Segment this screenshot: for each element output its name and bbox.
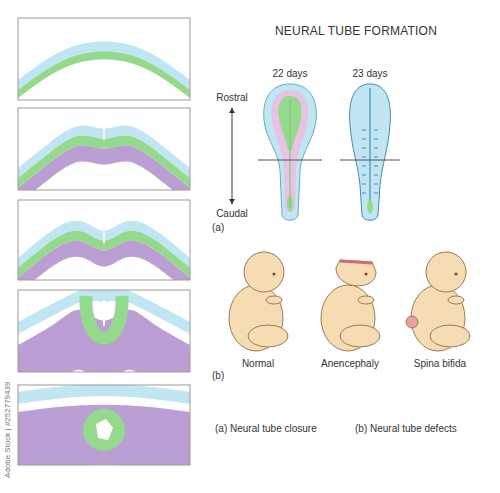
neural-canal: [96, 419, 113, 440]
tissue-layer: [18, 241, 190, 280]
condition-label: Normal: [242, 358, 274, 370]
somite: [362, 157, 378, 158]
open-skull: [340, 261, 372, 263]
axis-label: Caudal: [216, 208, 248, 220]
condition-label: Anencephaly: [321, 358, 379, 370]
panel-frame: [18, 290, 190, 372]
fetus-leg: [430, 325, 470, 347]
spinal-lesion: [406, 316, 418, 328]
fetus-figure: [321, 260, 380, 351]
panel-frame: [18, 108, 190, 190]
fetus-eye: [455, 273, 458, 276]
tissue-layer: [18, 385, 190, 404]
panel-letter: (b): [212, 370, 224, 382]
stage-label: 22 days: [272, 68, 307, 80]
somite: [362, 148, 378, 149]
fetus-hand: [266, 296, 282, 304]
cross-section: [18, 385, 190, 465]
panel-frame: [18, 18, 190, 100]
fetus-figure: [229, 252, 288, 351]
fetus-head: [336, 260, 376, 286]
embryo-outline: [350, 84, 391, 220]
somite: [362, 184, 378, 185]
tissue-layer: [18, 146, 190, 190]
fetus-leg: [248, 325, 288, 347]
fetus-head: [426, 252, 466, 292]
section-line: [258, 160, 322, 161]
fetus-head: [244, 252, 284, 292]
tissue-layer: [18, 290, 190, 334]
cross-section: [18, 41, 190, 98]
watermark: Adobe Stock | #252779439: [2, 382, 14, 478]
fetus-figure: [406, 252, 470, 351]
axis-label: Rostral: [216, 92, 248, 104]
fetus-hand: [448, 296, 464, 304]
somite: [362, 175, 378, 176]
somite: [362, 139, 378, 140]
closed-tube-seam: [369, 88, 370, 204]
legend-note: (a) Neural tube closure: [215, 423, 317, 435]
somite: [362, 130, 378, 131]
embryo-outline: [264, 84, 317, 220]
panel-frame: [18, 385, 190, 465]
fetus-leg: [340, 325, 380, 347]
fetus-hand: [358, 296, 374, 304]
tissue-layer: [18, 41, 190, 90]
groove-line: [103, 128, 105, 140]
fetus-eye: [365, 273, 368, 276]
tissue-layer: [18, 51, 190, 98]
midline: [290, 100, 291, 208]
neural-fold: [86, 296, 122, 338]
tissue-layer: [18, 405, 190, 465]
somite: [362, 166, 378, 167]
legend-note: (b) Neural tube defects: [355, 423, 457, 435]
fetus-eye: [273, 273, 276, 276]
cross-section: [18, 126, 190, 190]
condition-label: Spina bifida: [414, 358, 466, 370]
panel-frame: [18, 200, 190, 280]
neuropore: [367, 200, 373, 214]
section-line: [340, 160, 400, 161]
stage-label: 23 days: [352, 68, 387, 80]
cross-section: [18, 221, 190, 280]
somite: [362, 193, 378, 194]
axis-arrow: [232, 108, 233, 204]
embryo-layer: [272, 90, 309, 212]
title: NEURAL TUBE FORMATION: [275, 24, 437, 38]
neural-tube: [83, 409, 125, 451]
groove-line: [103, 222, 105, 244]
neural-groove: [103, 300, 105, 326]
panel-letter: (a): [212, 222, 224, 234]
cross-section: [18, 290, 190, 372]
